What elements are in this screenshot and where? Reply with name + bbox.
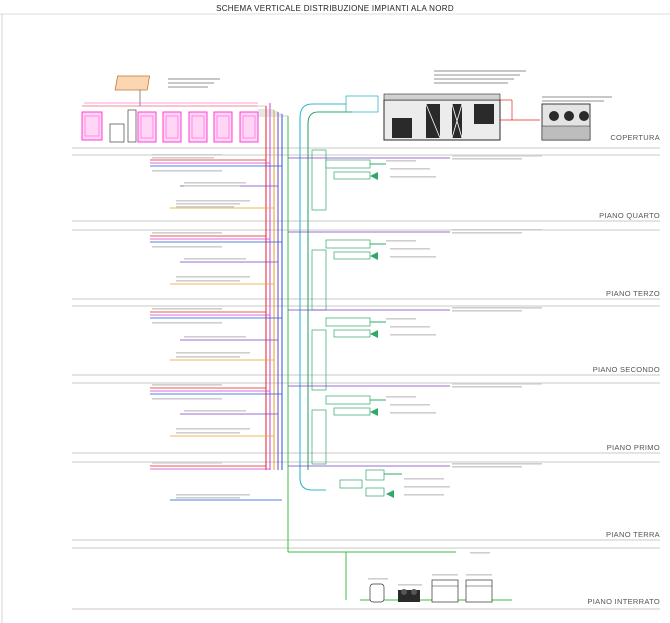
branch-primo xyxy=(325,395,386,416)
solar-panel xyxy=(114,75,151,91)
floor-label-terzo: PIANO TERZO xyxy=(605,289,660,298)
heat-pump-unit-3 xyxy=(162,111,182,143)
duct-return xyxy=(307,111,352,470)
basement-plant xyxy=(288,551,512,603)
branches-terzo xyxy=(150,235,282,285)
duct-shaft-2 xyxy=(311,249,327,311)
tank-2 xyxy=(127,109,137,143)
ahu-outlet-box xyxy=(345,95,379,113)
duct-shaft-1 xyxy=(311,149,327,211)
right-service-lines xyxy=(288,157,450,467)
duct-shaft-3 xyxy=(311,329,327,391)
title-block xyxy=(0,13,670,623)
floor-label-secondo: PIANO SECONDO xyxy=(592,365,660,374)
rooftop-ahu-group xyxy=(345,70,612,141)
water-tank-1 xyxy=(431,579,459,603)
duct-shaft-4 xyxy=(311,409,327,465)
diagram-title: SCHEMA VERTICALE DISTRIBUZIONE IMPIANTI … xyxy=(216,4,454,13)
duct-risers xyxy=(299,103,352,491)
floor-label-interrato: PIANO INTERRATO xyxy=(587,597,660,606)
expansion-vessel xyxy=(369,583,385,603)
rooftop-plant-group xyxy=(81,75,259,143)
water-tank-2 xyxy=(465,579,493,603)
heat-pump-unit-1 xyxy=(81,111,103,141)
magenta-units xyxy=(81,111,259,143)
pipe-risers xyxy=(258,103,289,552)
chiller-fan-3 xyxy=(579,111,589,121)
annotation-marks xyxy=(152,154,542,586)
riser-green-to-basement xyxy=(288,551,456,600)
branches-secondo xyxy=(150,311,282,361)
floor-duct-branches xyxy=(325,159,402,498)
branch-secondo xyxy=(325,317,386,338)
heat-pump-unit-2 xyxy=(137,111,157,143)
branch-quarto xyxy=(325,159,386,180)
floor-lines xyxy=(72,147,660,610)
riser-top-bend xyxy=(258,105,288,117)
chiller-fan-1 xyxy=(549,111,559,121)
floor-label-copertura: COPERTURA xyxy=(610,133,660,142)
ahu-roof xyxy=(383,93,501,101)
ahu-fan-section-2 xyxy=(474,104,494,124)
floor-label-primo: PIANO PRIMO xyxy=(606,443,660,452)
ahu-fan-section xyxy=(392,118,412,138)
chiller-fan-2 xyxy=(564,111,574,121)
heat-pump-unit-6 xyxy=(239,111,259,143)
branches-terra xyxy=(150,465,282,501)
floor-label-terra: PIANO TERRA xyxy=(605,530,660,539)
left-pipe-branches xyxy=(150,159,282,501)
floor-label-quarto: PIANO QUARTO xyxy=(599,211,660,220)
branches-primo xyxy=(150,387,282,437)
heat-pump-unit-5 xyxy=(213,111,233,143)
branch-terra xyxy=(339,469,402,498)
branch-terzo xyxy=(325,239,386,260)
heat-pump-unit-4 xyxy=(188,111,208,143)
tank-1 xyxy=(109,123,125,143)
duct-supply xyxy=(299,103,346,491)
storage-tanks xyxy=(109,109,137,143)
